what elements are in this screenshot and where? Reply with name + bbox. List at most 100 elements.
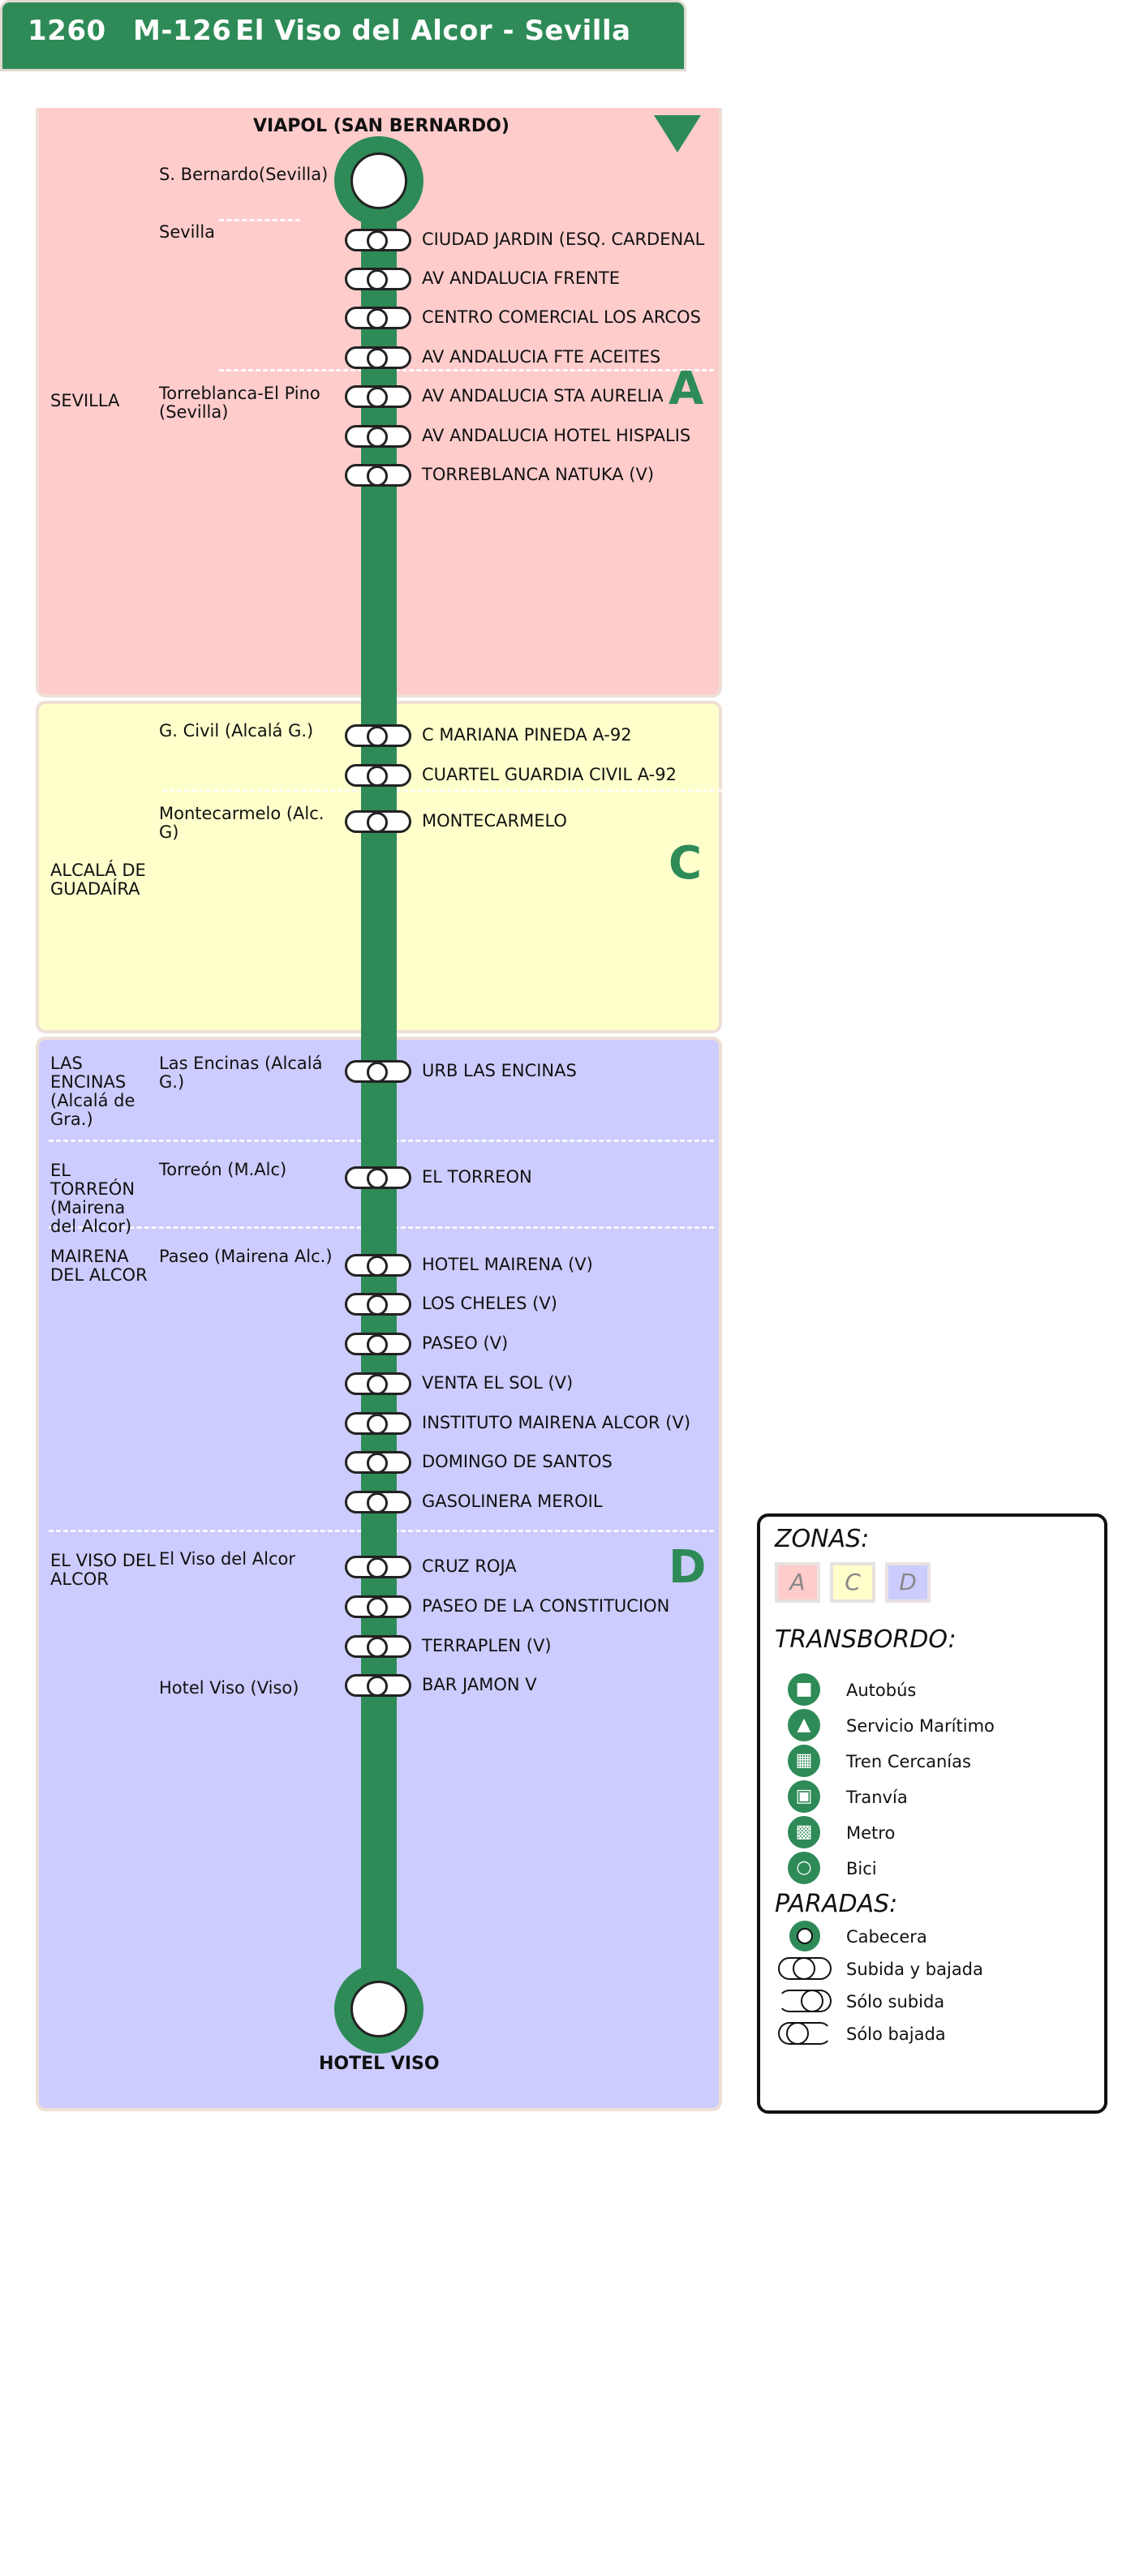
stop-name: CUARTEL GUARDIA CIVIL A-92 — [422, 765, 677, 784]
municipality-label: ALCALÁ DE GUADAÍRA — [50, 861, 146, 899]
boarding-only-icon — [778, 1990, 832, 2012]
stop-marker[interactable] — [345, 385, 411, 408]
legend-transfer-label: Bici — [846, 1859, 877, 1878]
stop-name: HOTEL MAIRENA (V) — [422, 1255, 593, 1274]
route-title: El Viso del Alcor - Sevilla — [235, 15, 631, 47]
stop-marker[interactable] — [345, 1166, 411, 1189]
stop-marker[interactable] — [345, 229, 411, 251]
legend-zone-a: A — [775, 1562, 820, 1603]
stop-name: TERRAPLEN (V) — [422, 1636, 552, 1655]
divider — [219, 219, 300, 221]
stop-marker[interactable] — [345, 464, 411, 487]
zone-letter-c: C — [669, 837, 703, 890]
area-label: Torreón (M.Alc) — [159, 1160, 287, 1179]
stop-marker[interactable] — [345, 1412, 411, 1435]
legend-stops-title: PARADAS: — [775, 1890, 898, 1918]
legend-stop-label: Sólo bajada — [846, 2024, 946, 2044]
direction-arrow-icon — [654, 115, 701, 152]
legend-zone-d: D — [885, 1562, 931, 1603]
stop-name: DOMINGO DE SANTOS — [422, 1452, 613, 1471]
route-line: M-126 — [133, 15, 232, 47]
area-label: El Viso del Alcor — [159, 1549, 295, 1569]
stop-marker[interactable] — [345, 1491, 411, 1513]
area-label: Montecarmelo (Alc. G) — [159, 804, 325, 842]
stop-marker[interactable] — [345, 1451, 411, 1474]
stop-marker[interactable] — [345, 764, 411, 787]
area-label: Las Encinas (Alcalá G.) — [159, 1054, 323, 1092]
stop-marker[interactable] — [345, 1333, 411, 1355]
area-label: S. Bernardo(Sevilla) — [159, 165, 329, 184]
stop-marker[interactable] — [345, 724, 411, 747]
stop-name: CIUDAD JARDIN (ESQ. CARDENAL — [422, 230, 705, 249]
stop-marker[interactable] — [345, 425, 411, 448]
legend-transfer-title: TRANSBORDO: — [775, 1625, 957, 1654]
zone-letter-a: A — [669, 363, 704, 415]
stop-name: C MARIANA PINEDA A-92 — [422, 725, 632, 745]
stop-marker[interactable] — [345, 1674, 411, 1697]
stop-name: GASOLINERA MEROIL — [422, 1492, 603, 1511]
area-label: G. Civil (Alcalá G.) — [159, 721, 314, 741]
stop-name: EL TORREON — [422, 1167, 532, 1187]
legend-stop-label: Cabecera — [846, 1927, 927, 1947]
stop-marker[interactable] — [345, 307, 411, 329]
stop-name: INSTITUTO MAIRENA ALCOR (V) — [422, 1413, 691, 1432]
legend-stop-label: Subida y bajada — [846, 1960, 983, 1979]
legend: ZONAS: A C D TRANSBORDO: ■ Autobús ▲ Ser… — [757, 1513, 1107, 2114]
stop-marker[interactable] — [345, 1293, 411, 1316]
terminal-start[interactable] — [334, 136, 423, 225]
tram-icon: ▣ — [788, 1780, 820, 1813]
divider — [162, 789, 722, 792]
area-label: Paseo (Mairena Alc.) — [159, 1247, 333, 1266]
stop-marker[interactable] — [345, 1060, 411, 1083]
legend-transfer-label: Autobús — [846, 1681, 917, 1700]
terminal-end[interactable] — [334, 1964, 423, 2054]
legend-transfer-label: Servicio Marítimo — [846, 1716, 995, 1736]
zone-letter-d: D — [669, 1541, 707, 1594]
stop-name: LOS CHELES (V) — [422, 1294, 557, 1313]
boarding-alighting-icon — [778, 1957, 832, 1980]
stop-name: VENTA EL SOL (V) — [422, 1373, 574, 1393]
legend-zones-title: ZONAS: — [775, 1525, 870, 1553]
legend-transfer-label: Tranvía — [846, 1788, 908, 1807]
stop-marker[interactable] — [345, 1372, 411, 1395]
stop-name: AV ANDALUCIA HOTEL HISPALIS — [422, 426, 691, 445]
stop-name: BAR JAMON V — [422, 1675, 537, 1694]
stop-name: PASEO (V) — [422, 1333, 509, 1353]
stop-marker[interactable] — [345, 268, 411, 290]
area-label: Hotel Viso (Viso) — [159, 1678, 299, 1698]
legend-stop-label: Sólo subida — [846, 1992, 945, 2011]
route-code: 1260 — [28, 15, 106, 47]
municipality-label: EL TORREÓN (Mairena del Alcor) — [50, 1161, 135, 1236]
stop-marker[interactable] — [345, 1556, 411, 1578]
end-label: HOTEL VISO — [319, 2054, 440, 2074]
metro-icon: ▩ — [788, 1816, 820, 1848]
ferry-icon: ▲ — [788, 1709, 820, 1741]
train-icon: ▦ — [788, 1745, 820, 1777]
stop-marker[interactable] — [345, 346, 411, 369]
stop-name: AV ANDALUCIA FTE ACEITES — [422, 347, 661, 367]
stop-name: AV ANDALUCIA FRENTE — [422, 268, 620, 288]
stop-marker[interactable] — [345, 1635, 411, 1658]
legend-transfer-label: Tren Cercanías — [846, 1752, 971, 1771]
stop-marker[interactable] — [345, 1595, 411, 1618]
divider — [219, 369, 714, 371]
municipality-label: SEVILLA — [50, 391, 120, 410]
area-label: Sevilla — [159, 222, 216, 242]
stop-name: PASEO DE LA CONSTITUCION — [422, 1596, 670, 1616]
stop-name: TORREBLANCA NATUKA (V) — [422, 465, 655, 484]
stop-name: AV ANDALUCIA STA AURELIA — [422, 386, 664, 406]
terminal-stop-icon — [789, 1921, 820, 1951]
stop-marker[interactable] — [345, 810, 411, 833]
stop-marker[interactable] — [345, 1254, 411, 1277]
direction-label: VIAPOL (SAN BERNARDO) — [253, 116, 509, 136]
bike-icon: ○ — [788, 1852, 820, 1884]
legend-zone-c: C — [830, 1562, 875, 1603]
stop-name: URB LAS ENCINAS — [422, 1061, 577, 1080]
bus-icon: ■ — [788, 1673, 820, 1706]
legend-transfer-label: Metro — [846, 1823, 896, 1843]
municipality-label: EL VISO DEL ALCOR — [50, 1551, 156, 1589]
stop-name: CRUZ ROJA — [422, 1556, 517, 1576]
route-header: 1260 M-126 El Viso del Alcor - Sevilla — [0, 0, 686, 71]
municipality-label: LAS ENCINAS (Alcalá de Gra.) — [50, 1054, 135, 1129]
municipality-label: MAIRENA DEL ALCOR — [50, 1247, 148, 1285]
